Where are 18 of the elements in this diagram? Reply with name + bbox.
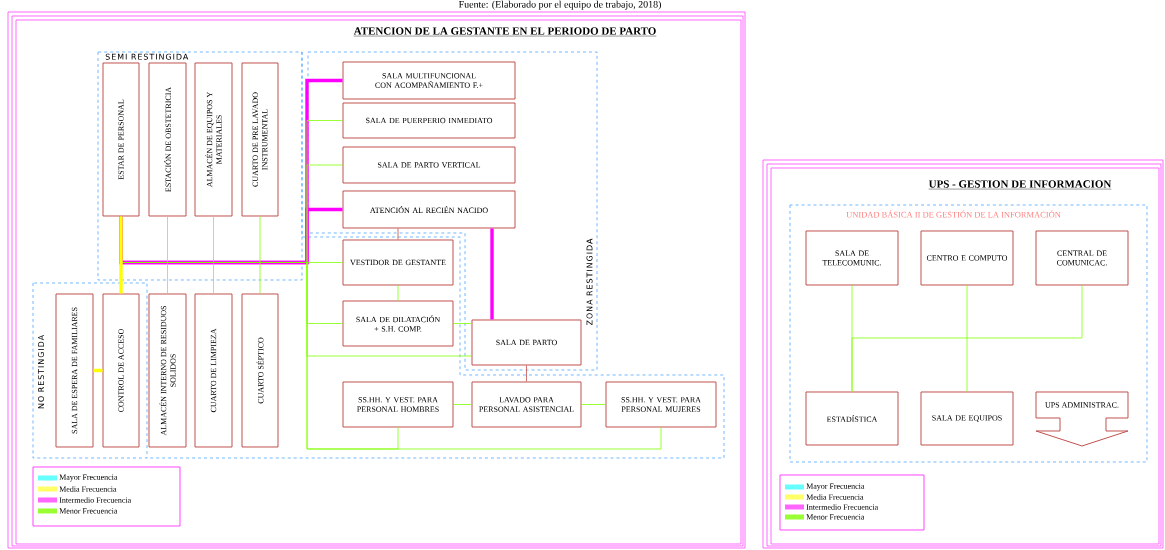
panel-title: UPS - GESTION DE INFORMACION <box>928 180 1112 190</box>
zone-label: UNIDAD BÁSICA II DE GESTIÓN DE LA INFORMACIÓN <box>846 210 1061 218</box>
panel-title: ATENCION DE LA GESTANTE EN EL PERIODO DE PARTO <box>353 27 657 37</box>
connector-line <box>581 404 606 405</box>
connector-line <box>453 323 472 324</box>
connector-line <box>526 365 527 382</box>
connector-line <box>490 228 494 320</box>
connector-line <box>453 404 472 405</box>
connector-line <box>397 285 399 301</box>
caption: Fuente: (Elaborado por el equipo de trabajo, 2018) <box>458 0 661 10</box>
connector-line <box>213 216 214 294</box>
connector-line <box>93 368 103 373</box>
connector-line <box>167 216 168 294</box>
connector-line <box>259 216 261 294</box>
connector-line <box>119 216 123 294</box>
connector-line <box>966 285 968 392</box>
connector-line <box>851 285 1083 392</box>
connector-line <box>397 228 399 240</box>
